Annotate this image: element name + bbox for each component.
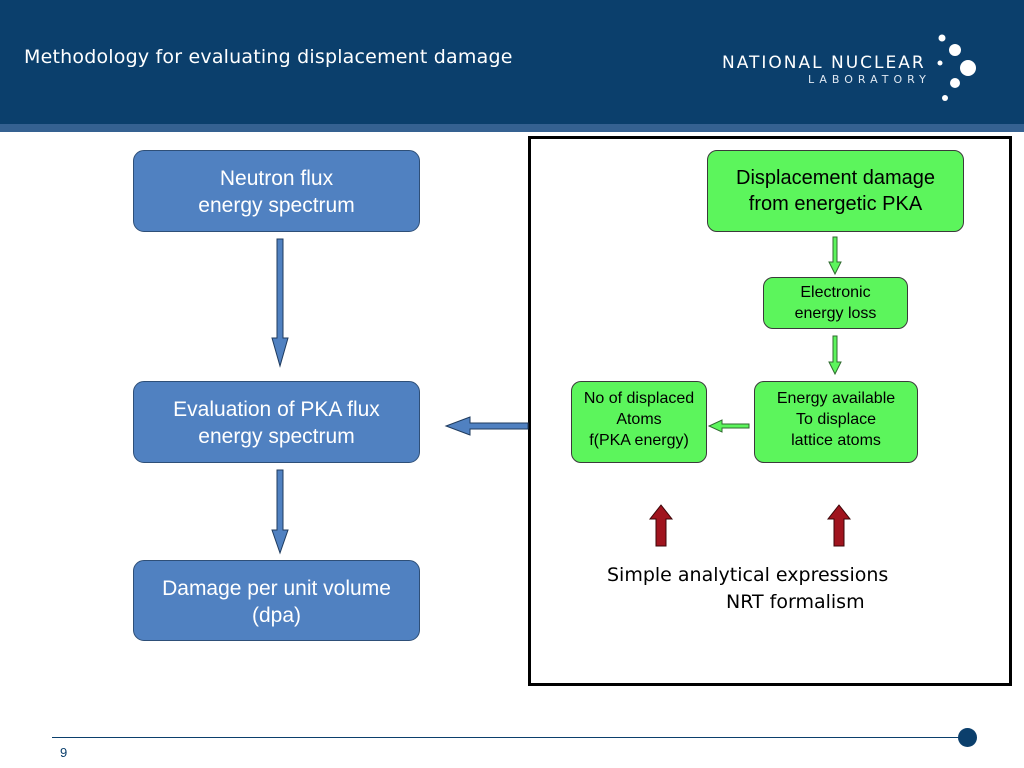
down-arrow-2-icon — [271, 469, 289, 555]
displacement-damage-box: Displacement damage from energetic PKA — [707, 150, 964, 232]
damage-per-volume-box: Damage per unit volume (dpa) — [133, 560, 420, 641]
neutron-flux-box: Neutron flux energy spectrum — [133, 150, 420, 232]
down-arrow-1-icon — [271, 238, 289, 368]
pka-flux-evaluation-box: Evaluation of PKA flux energy spectrum — [133, 381, 420, 463]
caption-nrt-formalism: NRT formalism — [726, 591, 865, 613]
logo-dots-icon — [937, 34, 976, 101]
displaced-atoms-box: No of displaced Atoms f(PKA energy) — [571, 381, 707, 463]
slide-title: Methodology for evaluating displacement … — [24, 46, 513, 68]
electronic-energy-loss-box: Electronic energy loss — [763, 277, 908, 329]
energy-available-box: Energy available To displace lattice ato… — [754, 381, 918, 463]
header-band — [0, 124, 1024, 132]
logo-text-line2: LABORATORY — [808, 73, 931, 86]
header-bar — [0, 0, 1024, 124]
footer-rule — [52, 737, 962, 738]
caption-analytical-expressions: Simple analytical expressions — [607, 564, 889, 586]
logo-text-line1: NATIONAL NUCLEAR — [722, 53, 926, 73]
footer-dot-icon — [958, 728, 977, 747]
left-arrow-to-pka-icon — [444, 416, 529, 436]
page-number: 9 — [60, 745, 68, 760]
